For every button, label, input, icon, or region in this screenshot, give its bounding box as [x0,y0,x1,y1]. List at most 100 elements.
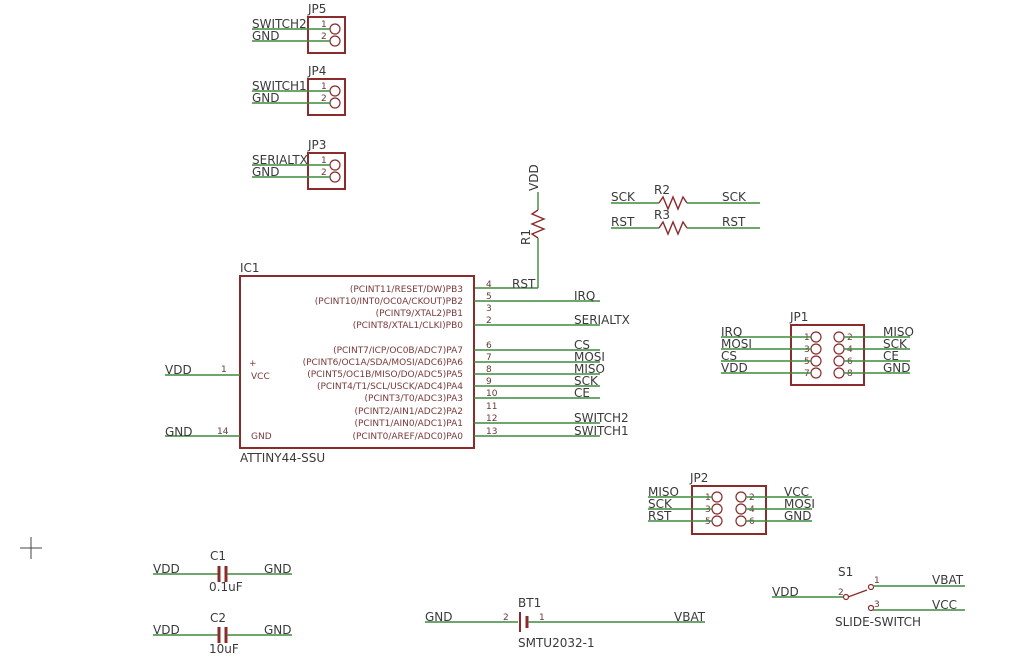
ic1-vcc-label: VCC [251,372,270,382]
jp1-pin-number: 7 [804,369,810,379]
ic1-net-label: SERIALTX [574,313,630,327]
jp2-net-label: MOSI [784,497,815,511]
c2-capacitor[interactable]: C2 VDD GND 10uF [153,611,292,656]
ic1-net-label: MISO [574,362,605,376]
ic1-pin-14: 14 [217,427,229,437]
s1-net-vdd: VDD [772,585,799,599]
c2-net-gnd: GND [264,623,292,637]
ic1-attiny44[interactable]: IC1 ATTINY44-SSU + VCC GND 1 14 VDD GND … [165,261,630,465]
r3-net-left: RST [611,215,635,229]
jp5-header[interactable]: JP5 1 2 SWITCH2 GND [252,2,346,54]
jp2-pin-circle [711,515,723,527]
jp2-pin-number: 4 [749,505,755,515]
bt1-net-gnd: GND [425,610,453,624]
jp5-net-switch2: SWITCH2 [252,17,307,31]
jp2-net-label: GND [784,509,812,523]
ic1-net-vdd: VDD [165,363,192,377]
c1-capacitor[interactable]: C1 VDD GND 0.1uF [153,549,292,594]
jp3-pin-2: 2 [321,168,327,178]
jp3-header[interactable]: JP3 1 2 SERIALTX GND [252,138,346,190]
ic1-pin-number: 3 [486,304,492,314]
c1-net-gnd: GND [264,562,292,576]
jp1-pin-circle [810,331,822,343]
c2-value: 10uF [209,642,239,656]
ic1-pin-number: 13 [486,427,497,437]
ic1-net-label: SCK [574,374,599,388]
s1-net-vcc: VCC [932,598,957,612]
jp4-header[interactable]: JP4 1 2 SWITCH1 GND [252,64,346,116]
ic1-net-gnd: GND [165,425,193,439]
jp4-net-gnd: GND [252,91,280,105]
ic1-pin-number: 11 [486,402,497,412]
jp2-net-label: SCK [648,497,673,511]
ic1-pin-label: (PCINT8/XTAL1/CLKI)PB0 [353,321,464,331]
jp1-pin-number: 1 [804,333,810,343]
crosshair-cursor [20,537,42,559]
bt1-pin-1: 1 [539,613,545,623]
ic1-pin-label: (PCINT10/INT0/OC0A/CKOUT)PB2 [315,297,463,307]
s1-pin-2: 2 [838,588,844,598]
ic1-pin-number: 4 [486,280,492,290]
s1-net-vbat: VBAT [932,573,964,587]
r3-resistor[interactable]: R3 RST RST [611,208,760,236]
ic1-net-label: IRQ [574,289,595,303]
jp2-net-label: RST [648,509,672,523]
jp2-pin-circle [735,503,747,515]
jp1-net-label: SCK [883,337,908,351]
jp1-pin-circle [810,343,822,355]
ic1-pin-label: (PCINT2/AIN1/ADC2)PA2 [354,407,463,417]
ic1-pin-label: (PCINT0/AREF/ADC0)PA0 [352,432,463,442]
jp2-net-label: VCC [784,485,809,499]
s1-name: S1 [838,565,853,579]
jp2-name: JP2 [689,471,708,485]
jp1-pin-number: 5 [804,357,810,367]
jp1-name: JP1 [789,310,808,324]
bt1-net-vbat: VBAT [674,610,706,624]
ic1-net-label: SWITCH1 [574,424,629,438]
bt1-pin-2: 2 [503,613,509,623]
jp2-pin-circle [735,491,747,503]
jp1-pin-circle [833,331,845,343]
jp2-net-label: MISO [648,485,679,499]
c2-net-vdd: VDD [153,623,180,637]
jp1-net-label: VDD [721,361,748,375]
c2-name: C2 [210,611,226,625]
jp2-pin-number: 1 [705,493,711,503]
ic1-pin-label: (PCINT4/T1/SCL/USCK/ADC4)PA4 [317,382,463,392]
s1-pin-3: 3 [874,600,880,610]
ic1-pin-label: (PCINT1/AIN0/ADC1)PA1 [354,419,463,429]
jp1-pin-circle [810,367,822,379]
jp1-net-label: IRQ [721,325,742,339]
bt1-battery[interactable]: BT1 2 1 GND VBAT SMTU2032-1 [425,596,706,650]
ic1-value: ATTINY44-SSU [240,451,325,465]
jp3-name: JP3 [307,138,326,152]
jp1-pin-number: 3 [804,345,810,355]
jp1-net-label: CE [883,349,899,363]
jp1-pin-number: 8 [847,369,853,379]
ic1-pin-label: (PCINT11/RESET/DW)PB3 [350,285,463,295]
jp3-pin-1: 1 [321,156,327,166]
ic1-net-label: SWITCH2 [574,411,629,425]
jp5-name: JP5 [307,2,326,16]
ic1-pin-number: 2 [486,316,492,326]
jp2-pin-circle [735,515,747,527]
bt1-name: BT1 [518,596,541,610]
jp1-net-label: GND [883,361,911,375]
r2-resistor[interactable]: R2 SCK SCK [611,183,760,211]
ic1-net-label: CS [574,338,590,352]
ic1-pin-number: 12 [486,414,497,424]
s1-slide-switch[interactable]: S1 2 1 3 VDD VBAT VCC SLIDE-SWITCH [772,565,965,629]
jp5-pin-2: 2 [321,32,327,42]
ic1-net-label: CE [574,386,590,400]
r3-net-right: RST [722,215,746,229]
ic1-name: IC1 [240,261,260,275]
jp3-net-serialtx: SERIALTX [252,153,308,167]
jp1-pin-number: 6 [847,357,853,367]
r1-resistor[interactable]: VDD R1 RST [474,164,546,291]
r3-name: R3 [654,208,670,222]
